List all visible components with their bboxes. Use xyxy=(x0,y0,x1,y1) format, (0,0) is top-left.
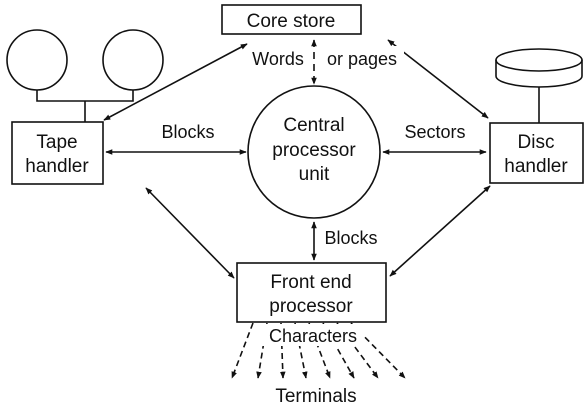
edge-label-cpu-blocks: Blocks xyxy=(324,228,377,248)
disc-handler-label-line2: handler xyxy=(504,156,568,177)
tape-frontend-arrow xyxy=(145,187,235,279)
core-store-box xyxy=(221,4,362,35)
tape-reel-left-icon xyxy=(6,29,68,91)
disc-handler-label-line1: Disc xyxy=(518,132,555,153)
core-disc-arrow xyxy=(387,39,489,119)
edge-label-words: Words xyxy=(252,49,304,69)
edge-label-characters: Characters xyxy=(269,326,357,346)
edge-label-sectors: Sectors xyxy=(404,122,465,142)
cpu-label-line2: processor xyxy=(272,140,356,161)
cpu-label-line1: Central xyxy=(283,115,344,136)
edge-label-or-pages: or pages xyxy=(327,49,397,69)
core-store-label: Core store xyxy=(247,11,336,32)
tape-handler-label-line1: Tape xyxy=(36,132,77,153)
cpu-label-line3: unit xyxy=(299,164,330,185)
tape-handler-label-line2: handler xyxy=(25,156,89,177)
disc-handler-box xyxy=(489,122,584,184)
front-end-label-line2: processor xyxy=(269,296,353,317)
terminals-label: Terminals xyxy=(275,386,356,407)
core-tape-arrow xyxy=(103,43,248,121)
disc-frontend-arrow xyxy=(389,185,491,277)
edge-label-tape-blocks: Blocks xyxy=(161,122,214,142)
central-processor-unit-circle xyxy=(247,85,381,219)
tape-handler-box xyxy=(11,121,104,185)
tape-reel-right-icon xyxy=(102,29,164,91)
disc-icon xyxy=(495,48,583,88)
front-end-processor-box xyxy=(236,262,387,323)
tape-reel-connector xyxy=(36,90,134,102)
front-end-label-line1: Front end xyxy=(270,272,351,293)
